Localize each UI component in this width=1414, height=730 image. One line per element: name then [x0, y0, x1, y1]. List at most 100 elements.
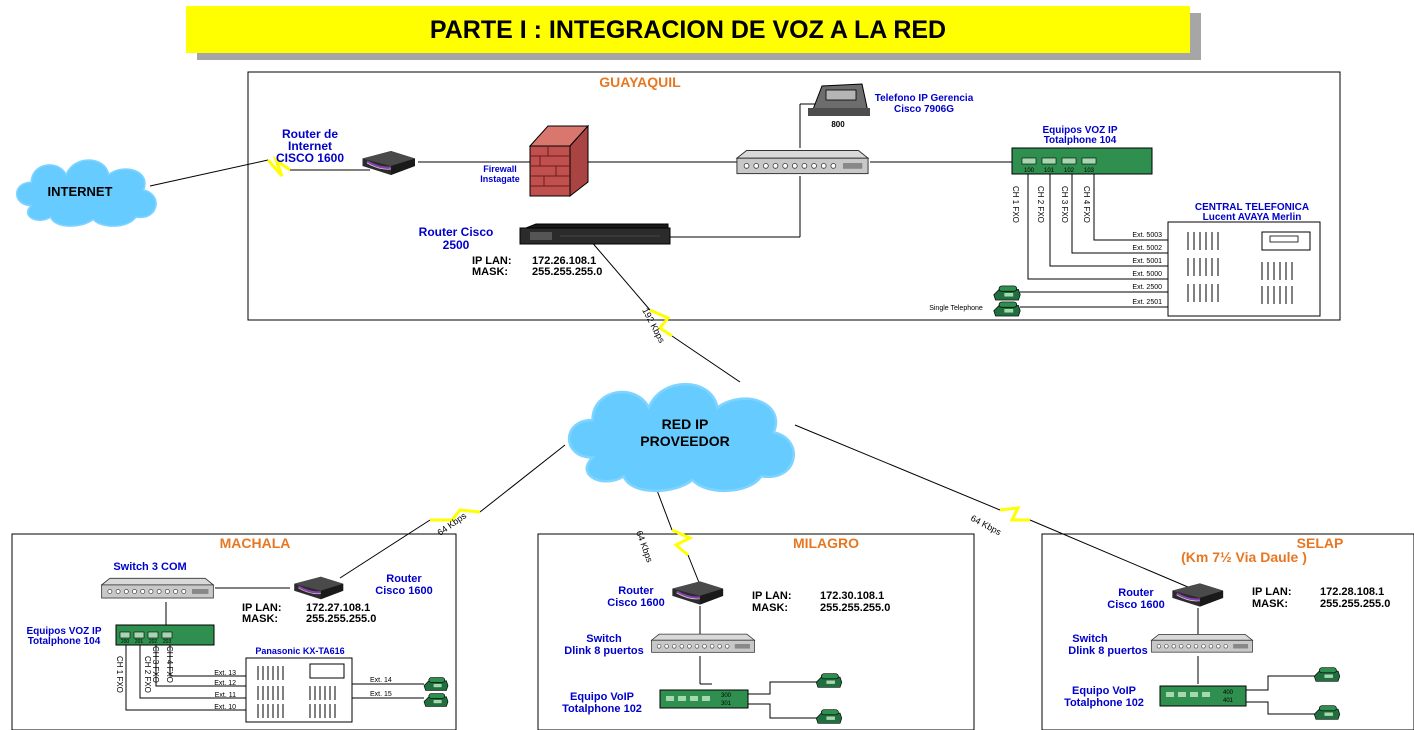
analog-phone-icon [993, 285, 1021, 301]
voip-equipment-label: Equipos VOZ IP [1042, 125, 1117, 136]
switch-label: Switch [586, 633, 622, 645]
fxo-port-label: CH 4 FXO [1082, 186, 1091, 223]
router-selap-icon [1171, 582, 1225, 608]
single-phone-label: Single Telephone [929, 305, 983, 312]
voip-equipment-icon [1011, 147, 1153, 175]
ip-lan-value: 172.30.108.1 [820, 590, 884, 602]
ip-lan-label: IP LAN: [1252, 586, 1292, 598]
fxo-port-label: CH 2 FXO [143, 656, 152, 693]
switch-label: Dlink 8 puertos [1068, 645, 1147, 657]
analog-phone-icon [1313, 667, 1341, 682]
switch-guayaquil-icon [736, 149, 869, 175]
router-label: Router [618, 585, 654, 597]
voip-port-label: 100 [1024, 168, 1035, 174]
router-label: Cisco 1600 [607, 597, 664, 609]
ip-lan-value: 172.28.108.1 [1320, 586, 1384, 598]
extension-label: Ext. 12 [214, 680, 236, 687]
voip-equipment-label: Totalphone 104 [28, 636, 101, 647]
provider-cloud-label: RED IP [662, 416, 709, 432]
voip-port-label: 300 [721, 693, 732, 699]
router-internet-label: Router de [282, 127, 338, 141]
mask-label: MASK: [242, 613, 278, 625]
analog-phone-icon [815, 709, 843, 724]
site-guayaquil: GUAYAQUIL [599, 74, 681, 90]
extension-label: Ext. 2501 [1132, 299, 1162, 306]
voip-equipment-label: Totalphone 104 [1044, 135, 1117, 146]
extension-label: Ext. 5001 [1132, 258, 1162, 265]
analog-phone-icon [815, 673, 843, 688]
site-milagro: MILAGRO [793, 535, 859, 551]
title-banner [186, 6, 1190, 53]
voip-equipment-label: Totalphone 102 [562, 703, 642, 715]
voip-equipment-label: Equipo VoIP [570, 691, 634, 703]
guayaquil-box [247, 71, 1341, 321]
voip-equipment-icon [1159, 685, 1247, 707]
machala-box [11, 533, 457, 730]
extension-label: Ext. 5000 [1132, 271, 1162, 278]
extension-label: Ext. 10 [214, 704, 236, 711]
analog-phone-icon [1313, 705, 1341, 720]
site-selap-location: (Km 7½ Via Daule ) [1181, 549, 1307, 565]
extension-label: Ext. 14 [370, 677, 392, 684]
ip-phone-label: Cisco 7906G [894, 104, 954, 115]
pbx-icon [1167, 221, 1321, 317]
router-internet-icon [361, 149, 417, 177]
voip-port-label: 201 [135, 639, 144, 645]
switch-label: Switch 3 COM [113, 561, 186, 573]
voip-port-label: 400 [1223, 690, 1234, 696]
voip-equipment-icon [115, 624, 215, 646]
router-2500-icon [519, 223, 671, 245]
ip-lan-label: IP LAN: [472, 255, 512, 267]
router-wan-label: 2500 [443, 238, 470, 252]
switch-label: Dlink 8 puertos [564, 645, 643, 657]
ip-lan-label: IP LAN: [752, 590, 792, 602]
analog-phone-icon [993, 301, 1021, 317]
switch-milagro-icon [651, 633, 755, 653]
extension-label: Ext. 5003 [1132, 232, 1162, 239]
router-label: Router [386, 573, 422, 585]
firewall-icon [528, 124, 590, 198]
firewall-label: Instagate [480, 174, 520, 184]
pbx-label: CENTRAL TELEFONICA [1195, 202, 1309, 213]
voip-port-label: 401 [1223, 698, 1234, 704]
router-internet-label: Internet [288, 139, 332, 153]
milagro-box [537, 533, 975, 730]
router-wan-label: Router Cisco [419, 225, 494, 239]
fxo-port-label: CH 3 FXO [1060, 186, 1069, 223]
ip-phone-icon [808, 83, 870, 116]
firewall-label: Firewall [483, 164, 517, 174]
analog-phone-icon [423, 693, 449, 707]
voip-port-label: 101 [1044, 168, 1055, 174]
extension-label: Ext. 11 [215, 692, 236, 699]
ip-lan-label: IP LAN: [242, 602, 282, 614]
voip-equipment-label: Equipos VOZ IP [26, 626, 101, 637]
voip-equipment-label: Totalphone 102 [1064, 697, 1144, 709]
extension-label: Ext. 5002 [1132, 245, 1162, 252]
pbx-label: Lucent AVAYA Merlin [1203, 212, 1302, 223]
voip-port-label: 203 [163, 639, 172, 645]
internet-label: INTERNET [48, 184, 113, 199]
mask-label: MASK: [752, 602, 788, 614]
switch-selap-icon [1151, 633, 1253, 653]
link-speed-label: 64 Kbps [634, 529, 655, 564]
fxo-port-label: CH 1 FXO [1011, 186, 1020, 223]
router-machala-icon [293, 575, 345, 601]
extension-label: Ext. 2500 [1132, 284, 1162, 291]
mask-label: MASK: [1252, 598, 1288, 610]
router-label: Cisco 1600 [375, 585, 432, 597]
voip-equipment-icon [659, 689, 749, 709]
voip-port-label: 200 [121, 639, 130, 645]
mask-label: MASK: [472, 266, 508, 278]
fxo-port-label: CH 1 FXO [115, 656, 124, 693]
ip-phone-label: Telefono IP Gerencia [875, 93, 974, 104]
page-title: PARTE I : INTEGRACION DE VOZ A LA RED [430, 16, 946, 44]
voip-port-label: 301 [721, 701, 732, 707]
site-machala: MACHALA [220, 535, 291, 551]
router-internet-label: CISCO 1600 [276, 151, 344, 165]
ip-phone-ext: 800 [831, 120, 845, 129]
router-label: Router [1118, 587, 1154, 599]
switch-label: Switch [1072, 633, 1108, 645]
mask-value: 255.255.255.0 [820, 602, 890, 614]
pbx-label: Panasonic KX-TA616 [255, 646, 344, 656]
